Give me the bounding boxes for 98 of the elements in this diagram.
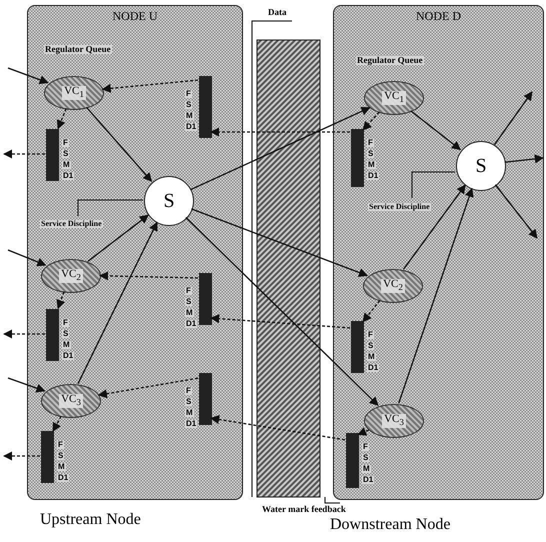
arrow [8,67,49,84]
queue-label: VC$_{1}$ [382,91,406,105]
threshold-label: F [185,287,192,295]
queue-ellipse [44,76,104,110]
annotation-label: Water mark feedback [262,505,346,514]
threshold-label: D1 [367,364,380,372]
threshold-label: S [185,298,192,306]
arrow [357,427,370,436]
arrow [410,110,462,150]
queue-label: VC$_{3}$ [382,414,406,428]
arrow [210,127,350,137]
buffer-bar [46,129,59,181]
node-title: NODE D [415,10,462,22]
threshold-label: S [367,342,374,350]
threshold-label: F [62,319,69,327]
threshold-label: D1 [367,172,380,180]
threshold-label: S [62,150,70,158]
annotation-label: Upstream Node [40,512,141,528]
queue-ellipse [364,404,424,438]
buffer-bar [41,431,54,483]
arrow [98,378,198,398]
queue-ellipse [364,81,424,115]
threshold-label: M [367,161,376,169]
buffer-bar [351,321,364,373]
threshold-label: S [62,330,70,338]
buffer-bar [46,309,59,361]
arrow [86,106,152,182]
annotation-label: Regulator Queue [44,45,112,54]
buffer-bar [351,129,364,187]
queue-label: VC$_{1}$ [62,86,86,100]
buffer-bar [199,76,212,138]
threshold-label: F [62,139,69,147]
arrow [210,414,346,440]
node-title: NODE U [112,10,158,22]
arrow [398,188,474,404]
threshold-label: M [185,309,194,317]
scheduler-circle [144,176,194,226]
annotation-label: Service Discipline [40,220,103,228]
threshold-label: D1 [62,352,74,360]
arrow [102,79,198,93]
threshold-label: D1 [185,420,198,428]
threshold-label: F [367,139,374,147]
arrow [52,416,62,432]
arrow [77,222,158,384]
scheduler-label: S [163,191,175,211]
threshold-label: M [185,409,194,417]
annotation-label: Downstream Node [330,517,450,533]
threshold-label: D1 [185,123,198,131]
buffer-bar [199,373,212,425]
queue-ellipse [41,259,101,293]
threshold-label: S [367,150,374,158]
threshold-label: F [185,90,192,98]
threshold-label: M [62,341,71,349]
threshold-label: M [185,112,194,120]
annotation-label: Service Discipline [368,203,431,211]
threshold-label: D1 [362,476,374,484]
scheduler-circle [456,141,506,191]
queue-label: VC$_{3}$ [59,394,83,408]
arrow [8,249,46,266]
queue-ellipse [363,269,423,303]
arrow [494,91,533,146]
threshold-label: F [57,441,64,449]
arrow [56,108,67,130]
arrow [87,214,149,262]
threshold-label: S [362,454,370,462]
annotation-label: Regulator Queue [356,56,424,65]
arrow [99,271,198,280]
arrow [185,217,379,406]
threshold-label: M [367,353,376,361]
arrow [402,184,466,270]
annotation-label: Data [268,8,286,17]
threshold-label: S [185,398,192,406]
threshold-label: M [362,465,371,473]
threshold-label: F [367,331,374,339]
threshold-label: D1 [57,474,70,482]
node-panel [27,5,243,500]
threshold-label: D1 [62,172,74,180]
scheduler-label: S [475,156,487,176]
threshold-label: M [62,161,71,169]
threshold-label: D1 [185,320,198,328]
threshold-label: S [185,101,192,109]
threshold-label: F [185,387,192,395]
queue-label: VC$_{2}$ [59,269,83,283]
arrow [190,106,370,190]
node-panel [333,5,544,500]
arrow [504,154,544,164]
buffer-bar [199,273,212,325]
queue-label: VC$_{2}$ [381,279,405,293]
buffer-bar [346,433,359,488]
queue-ellipse [41,384,101,418]
arrow [191,208,368,277]
arrow [8,377,46,393]
threshold-label: S [57,452,64,460]
arrow [210,314,350,329]
arrow [362,112,380,131]
arrow [56,291,66,310]
threshold-label: F [362,443,369,451]
threshold-label: M [57,463,66,471]
